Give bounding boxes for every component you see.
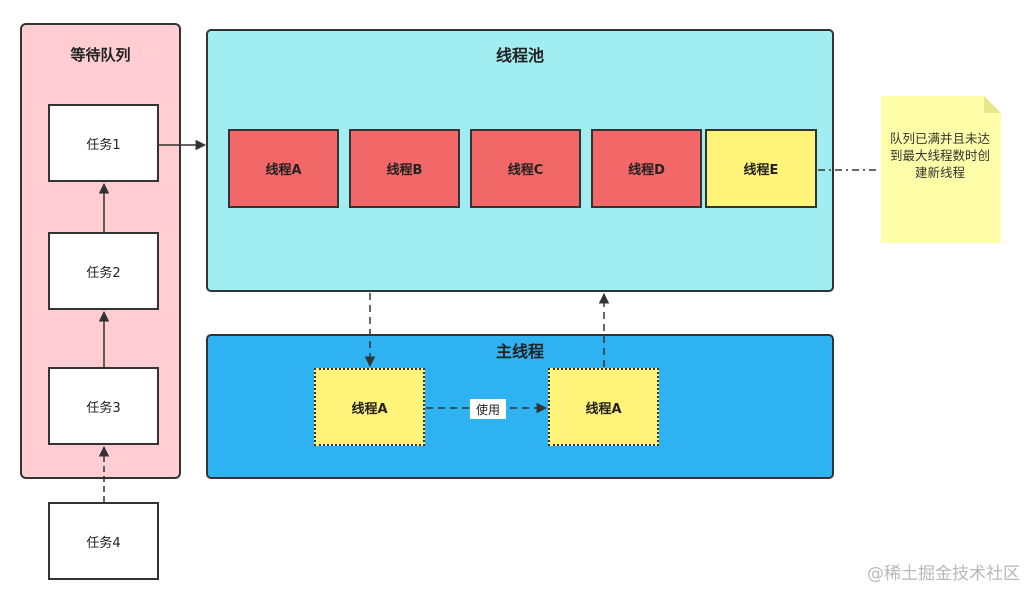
sticky-note xyxy=(881,96,1001,243)
sticky-note-text: 队列已满并且未达到最大线程数时创建新线程 xyxy=(889,131,990,180)
pool-thread-c-label: 线程C xyxy=(507,163,544,178)
main-thread-a-right-label: 线程A xyxy=(585,401,622,417)
task-4-box: 任务4 xyxy=(48,502,159,580)
pool-thread-c: 线程C xyxy=(470,129,581,208)
use-label: 使用 xyxy=(470,399,506,419)
main-thread-a-right: 线程A xyxy=(548,368,659,446)
pool-thread-d: 线程D xyxy=(591,129,702,208)
task-3-label: 任务3 xyxy=(86,400,121,416)
watermark: @稀土掘金技术社区 xyxy=(867,564,1020,584)
main-thread-a-left: 线程A xyxy=(314,368,425,446)
pool-thread-a-label: 线程A xyxy=(265,163,302,178)
task-2-box: 任务2 xyxy=(48,232,159,310)
main-thread-container xyxy=(206,334,834,479)
task-1-label: 任务1 xyxy=(86,137,121,153)
task-3-box: 任务3 xyxy=(48,367,159,445)
main-thread-a-left-label: 线程A xyxy=(351,401,388,417)
task-4-label: 任务4 xyxy=(86,535,121,551)
thread-pool-title: 线程池 xyxy=(495,46,544,65)
waiting-queue-title: 等待队列 xyxy=(70,46,131,64)
pool-thread-b: 线程B xyxy=(349,129,460,208)
pool-thread-e-label: 线程E xyxy=(743,163,779,178)
pool-thread-a: 线程A xyxy=(228,129,339,208)
pool-thread-e: 线程E xyxy=(705,129,817,208)
pool-thread-b-label: 线程B xyxy=(386,163,423,178)
pool-thread-d-label: 线程D xyxy=(628,163,665,178)
main-thread-title: 主线程 xyxy=(495,342,544,361)
task-1-box: 任务1 xyxy=(48,104,159,182)
task-2-label: 任务2 xyxy=(86,265,121,281)
sticky-note-fold xyxy=(984,96,1001,113)
